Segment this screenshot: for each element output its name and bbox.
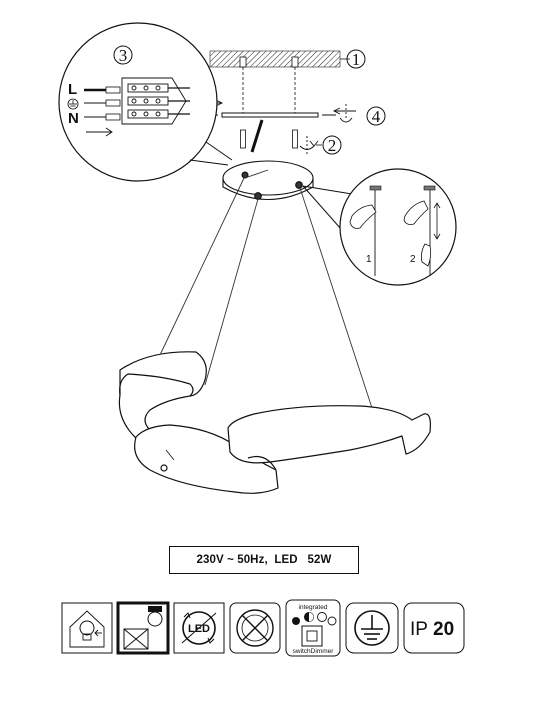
house-bulb-icon [61,602,113,654]
led-replaceable-icon: LED [173,602,225,654]
ceiling [209,50,341,68]
svg-text:20: 20 [433,619,454,640]
canopy [222,160,314,201]
no-dimmer-icon [229,602,281,654]
svg-text:2: 2 [328,136,337,155]
hang-step-1: 1 [366,254,372,265]
rotate-arrow-down [299,136,319,156]
svg-text:4: 4 [372,107,381,126]
svg-text:integrated: integrated [299,604,328,611]
ceiling-screws [239,56,299,149]
step-3-label: 3 [113,45,133,65]
neutral-label: N [68,110,79,127]
suspension-cables [159,169,373,409]
svg-text:IP: IP [410,619,428,640]
spec-label: 230V ~ 50Hz, LED 52W [169,546,359,574]
step-2-label: 2 [322,135,342,155]
svg-text:3: 3 [119,46,128,65]
ground-symbol [67,98,79,110]
earth-ground-icon [345,602,399,654]
integrated-switch-dimmer-icon: integrated switchDimmer [285,599,341,657]
mounting-bracket [204,112,336,153]
svg-text:switchDimmer: switchDimmer [293,648,335,655]
ip-rating-icon: IP 20 [403,602,465,654]
step-4-label: 4 [366,106,386,126]
svg-text:LED: LED [188,623,210,635]
no-bulb-replace-icon [116,601,170,655]
rotate-arrow-right [332,104,356,123]
luminaire-body [118,351,431,494]
wires [84,86,190,137]
hang-step-2: 2 [410,254,416,265]
step-1-label: 1 [346,49,366,69]
hang-detail-circle [302,168,457,286]
svg-text:1: 1 [352,50,361,69]
live-label: L [68,81,77,98]
